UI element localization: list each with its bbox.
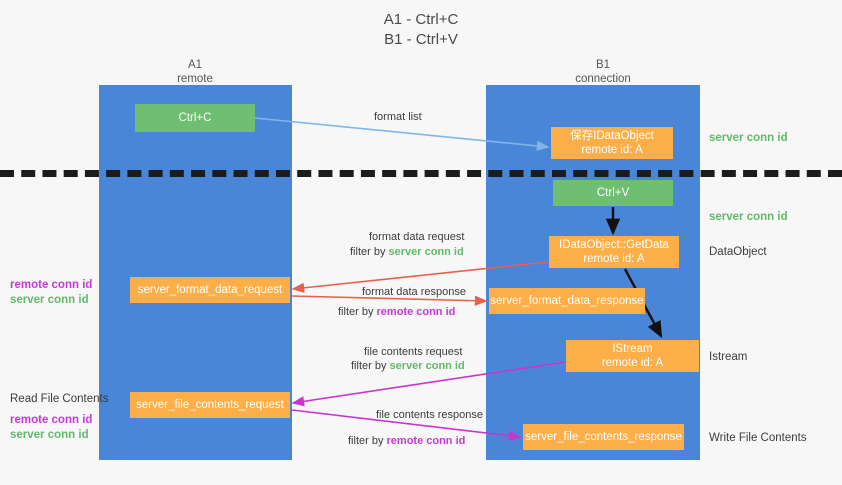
box-istream-line1: IStream <box>612 343 653 355</box>
left-label-server-conn-id-2: server conn id <box>10 429 89 441</box>
right-label-write-file-contents: Write File Contents <box>709 432 807 444</box>
left-label-conn-ids-1: remote conn id server conn id <box>10 278 92 308</box>
filter-prefix: filter by <box>351 360 390 372</box>
annotation-file-contents-request-filter: filter by server conn id <box>351 359 465 374</box>
box-server-format-data-request[interactable]: server_format_data_request <box>130 277 290 303</box>
lane-header-b1: B1 connection <box>538 58 668 86</box>
right-label-server-conn-id-2: server conn id <box>709 211 788 223</box>
box-ctrl-v-line1: Ctrl+V <box>596 187 630 199</box>
annotation-file-contents-response: file contents response <box>376 409 484 421</box>
box-server-file-contents-response[interactable]: server_file_contents_response <box>523 424 684 450</box>
box-ctrl-c-line1: Ctrl+C <box>178 112 212 124</box>
right-label-istream: Istream <box>709 351 748 363</box>
annotation-format-list: format list <box>374 111 422 123</box>
filter-prefix: filter by <box>350 246 389 258</box>
annotation-format-data-request-filter: filter by server conn id <box>350 245 464 260</box>
lane-b1-name: B1 <box>595 59 611 71</box>
filter-prefix: filter by <box>348 435 387 447</box>
box-format-resp-label: server_format_data_response <box>490 295 644 307</box>
filter-value-remote-conn-id: remote conn id <box>386 435 466 447</box>
box-format-req-label: server_format_data_request <box>137 284 283 296</box>
box-ctrl-v[interactable]: Ctrl+V <box>553 180 673 206</box>
page-title: A1 - Ctrl+C B1 - Ctrl+V <box>0 10 842 50</box>
filter-value-server-conn-id: server conn id <box>389 360 465 372</box>
left-label-conn-ids-2: remote conn id server conn id <box>10 413 92 443</box>
box-idataobject-getdata[interactable]: IDataObject::GetData remote id: A <box>549 236 679 268</box>
annotation-format-data-request: format data request <box>369 231 465 243</box>
box-istream[interactable]: IStream remote id: A <box>566 340 699 372</box>
box-file-resp-label: server_file_contents_response <box>525 431 682 443</box>
lane-b1-sub: connection <box>575 73 631 85</box>
box-istream-line2: remote id: A <box>601 357 664 369</box>
box-save-idataobject-line2: remote id: A <box>581 144 643 156</box>
left-label-server-conn-id-1: server conn id <box>10 294 89 306</box>
filter-value-remote-conn-id: remote conn id <box>376 306 456 318</box>
annotation-format-data-response-filter: filter by remote conn id <box>338 305 455 320</box>
left-label-remote-conn-id-2: remote conn id <box>10 414 93 426</box>
lane-a1-name: A1 <box>187 59 203 71</box>
box-ctrl-c[interactable]: Ctrl+C <box>135 104 255 132</box>
right-label-server-conn-id-1: server conn id <box>709 132 788 144</box>
lane-header-a1: A1 remote <box>135 58 255 86</box>
title-line-2: B1 - Ctrl+V <box>384 31 458 48</box>
annotation-file-contents-response-filter: filter by remote conn id <box>348 434 465 449</box>
box-file-req-label: server_file_contents_request <box>136 399 284 411</box>
box-save-idataobject-line1: 保存IDataObject <box>570 130 654 142</box>
box-getdata-line2: remote id: A <box>583 253 645 265</box>
filter-prefix: filter by <box>338 306 377 318</box>
title-line-1: A1 - Ctrl+C <box>383 11 459 28</box>
right-label-dataobject: DataObject <box>709 246 767 258</box>
box-getdata-line1: IDataObject::GetData <box>559 239 669 251</box>
box-save-idataobject[interactable]: 保存IDataObject remote id: A <box>551 127 673 159</box>
box-server-format-data-response[interactable]: server_format_data_response <box>489 288 645 314</box>
phase-divider <box>0 170 842 177</box>
annotation-format-data-response: format data response <box>362 286 466 298</box>
lane-a1-sub: remote <box>177 73 213 85</box>
box-server-file-contents-request[interactable]: server_file_contents_request <box>130 392 290 418</box>
filter-value-server-conn-id: server conn id <box>388 246 464 258</box>
annotation-file-contents-request: file contents request <box>364 346 463 358</box>
left-label-read-file-contents: Read File Contents <box>10 393 109 405</box>
left-label-remote-conn-id-1: remote conn id <box>10 279 93 291</box>
